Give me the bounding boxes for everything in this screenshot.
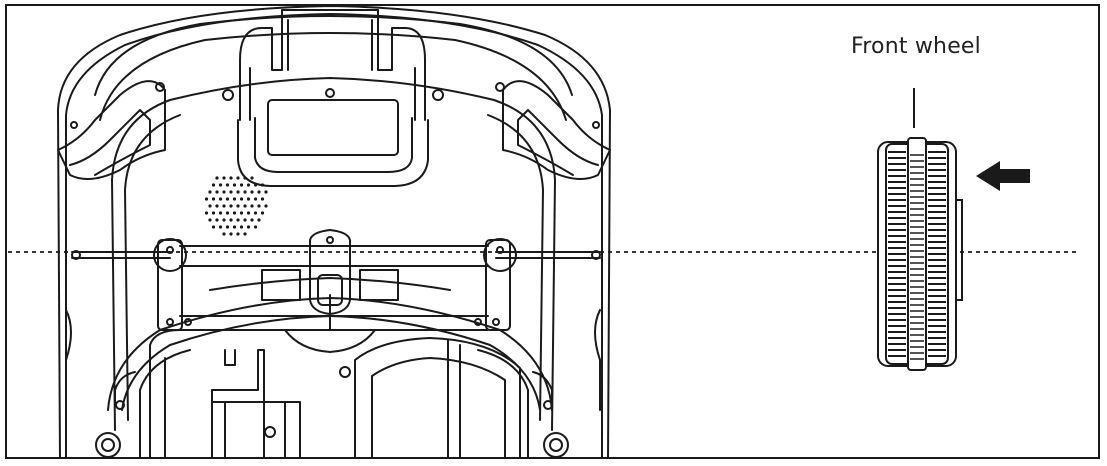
- mower-body: [57, 6, 611, 457]
- grille-dot: [250, 190, 254, 194]
- grille-dot: [222, 232, 226, 236]
- grille-dot: [246, 183, 251, 187]
- handle-assembly: [237, 9, 429, 187]
- grille-dot: [215, 204, 219, 208]
- grille-dot: [236, 176, 240, 180]
- grille-dot: [232, 183, 237, 187]
- grille-dot: [232, 197, 237, 201]
- grille-dot: [236, 204, 240, 208]
- grille-dot: [208, 190, 212, 194]
- grille-dot: [236, 190, 240, 194]
- grille-dot: [218, 197, 223, 201]
- grille-dot: [229, 204, 233, 208]
- grille-dot: [236, 218, 240, 222]
- grille-dot: [260, 211, 265, 215]
- grille-dot: [211, 183, 216, 187]
- grille-dot: [232, 225, 237, 229]
- grille-dot: [246, 197, 251, 201]
- grille-dot: [243, 232, 247, 236]
- grille-dot: [257, 218, 261, 222]
- grille-dot: [218, 225, 223, 229]
- grille-dot: [215, 176, 219, 180]
- grille-dot: [253, 225, 258, 229]
- grille-dot: [225, 197, 230, 201]
- grille-dot: [253, 211, 258, 215]
- grille-dot: [253, 197, 258, 201]
- grille-dot: [225, 225, 230, 229]
- grille-dot: [264, 190, 268, 194]
- grille-dot: [264, 204, 268, 208]
- grille-dot: [222, 190, 226, 194]
- grille-dot: [229, 190, 233, 194]
- grille-dot: [232, 211, 237, 215]
- arrow-left-icon: [976, 161, 1030, 191]
- grille-dot: [250, 176, 254, 180]
- grille-dot: [239, 225, 244, 229]
- grille-dot: [257, 190, 261, 194]
- front-wheel-label: Front wheel: [851, 34, 981, 59]
- grille-dot: [243, 176, 247, 180]
- speaker-grille: [204, 176, 268, 236]
- grille-dot: [250, 218, 254, 222]
- grille-dot: [260, 183, 265, 187]
- grille-dot: [211, 225, 216, 229]
- grille-dot: [215, 190, 219, 194]
- grille-dot: [211, 211, 216, 215]
- grille-dot: [246, 225, 251, 229]
- grille-dot: [253, 183, 258, 187]
- grille-dot: [222, 218, 226, 222]
- grille-dot: [246, 211, 251, 215]
- front-wheel: [877, 137, 963, 371]
- grille-dot: [218, 211, 223, 215]
- grille-dot: [260, 197, 265, 201]
- grille-dot: [215, 218, 219, 222]
- grille-dot: [239, 197, 244, 201]
- grille-dot: [257, 204, 261, 208]
- grille-dot: [229, 232, 233, 236]
- grille-dot: [204, 197, 209, 201]
- grille-dot: [239, 183, 244, 187]
- grille-dot: [222, 176, 226, 180]
- grille-dot: [243, 204, 247, 208]
- grille-dot: [218, 183, 223, 187]
- grille-dot: [229, 218, 233, 222]
- grille-dot: [243, 218, 247, 222]
- grille-dot: [236, 232, 240, 236]
- grille-dot: [243, 190, 247, 194]
- grille-dot: [225, 183, 230, 187]
- grille-dot: [204, 211, 209, 215]
- grille-dot: [211, 197, 216, 201]
- grille-dot: [239, 211, 244, 215]
- grille-dot: [250, 204, 254, 208]
- grille-dot: [225, 211, 230, 215]
- grille-dot: [222, 204, 226, 208]
- grille-dot: [208, 204, 212, 208]
- lower-frame: [65, 309, 601, 457]
- grille-dot: [208, 218, 212, 222]
- grille-dot: [229, 176, 233, 180]
